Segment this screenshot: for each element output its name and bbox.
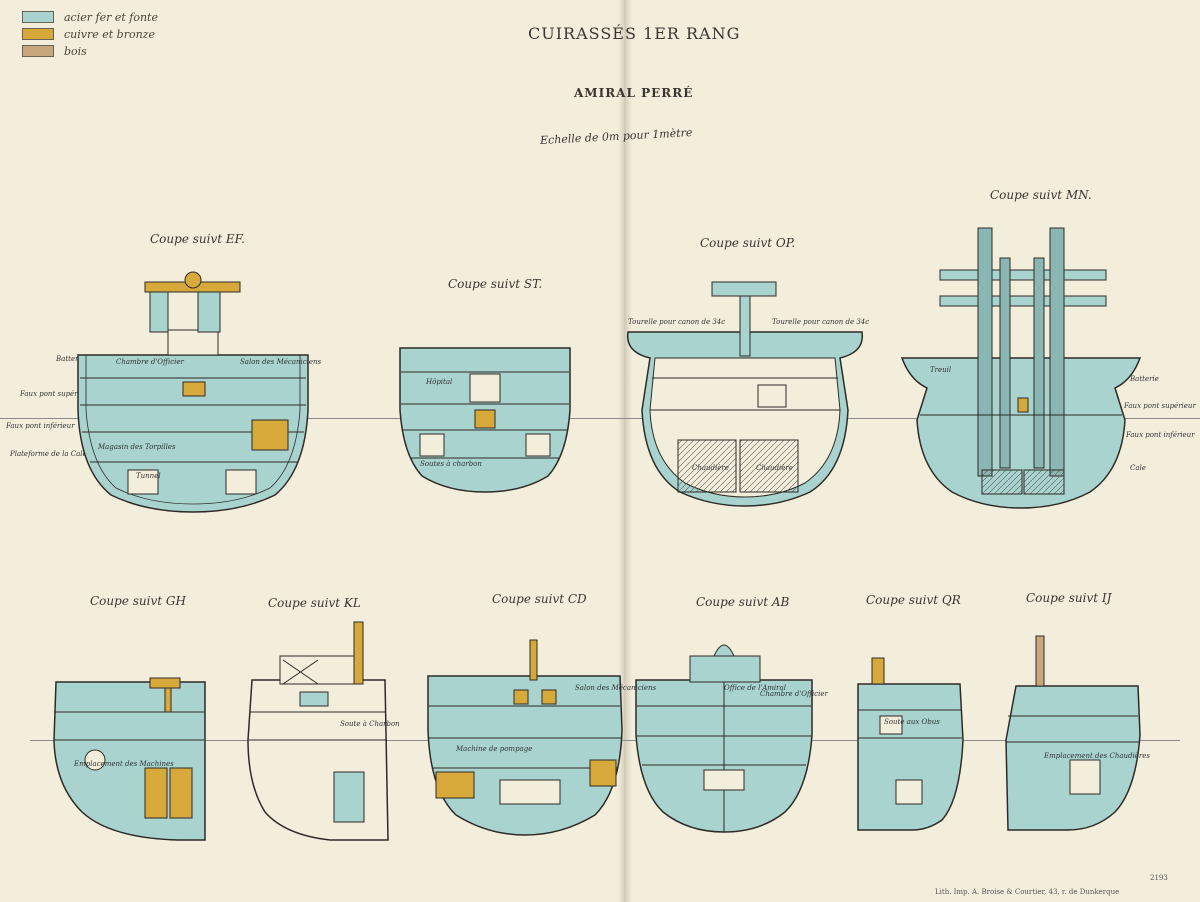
- label-op-chaudiere: Chaudière: [692, 464, 729, 472]
- label-op-tourelle-right: Tourelle pour canon de 34c: [772, 318, 870, 326]
- legend-item-steel: acier fer et fonte: [22, 10, 158, 24]
- section-title-ab: Coupe suivt AB: [696, 595, 790, 609]
- legend-item-wood: bois: [22, 44, 87, 58]
- deck-label-right-batterie: Batterie: [1130, 375, 1159, 383]
- label-op-tourelle-left: Tourelle pour canon de 34c: [628, 318, 726, 326]
- label-ab-chambre: Chambre d'Officier: [760, 690, 828, 698]
- deck-label-left-cale: Plateforme de la Cale: [10, 450, 87, 458]
- section-ab: [635, 644, 813, 833]
- section-mn: [900, 227, 1142, 509]
- section-title-gh: Coupe suivt GH: [90, 594, 186, 608]
- deck-label-right-faux-pont-sup: Faux pont supérieur: [1124, 402, 1196, 410]
- section-title-op: Coupe suivt OP.: [700, 236, 796, 250]
- plate-title: CUIRASSÉS 1ER RANG: [528, 24, 741, 43]
- section-st: [399, 347, 571, 493]
- label-ef-salon: Salon des Mécaniciens: [240, 358, 322, 366]
- section-title-kl: Coupe suivt KL: [268, 596, 361, 610]
- section-qr: [857, 657, 964, 831]
- label-qr-soute: Soute aux Obus: [884, 718, 940, 726]
- section-ef: [77, 271, 309, 513]
- label-op-chaudiere-2: Chaudière: [756, 464, 793, 472]
- section-title-mn: Coupe suivt MN.: [990, 188, 1092, 202]
- waterline-top: [0, 418, 1200, 419]
- legend-label-bronze: cuivre et bronze: [64, 27, 155, 41]
- label-ef-magasin: Magasin des Torpilles: [98, 443, 176, 451]
- section-title-ij: Coupe suivt IJ: [1026, 591, 1112, 605]
- deck-label-left-faux-pont-sup: Faux pont supérieur: [20, 390, 92, 398]
- label-ef-tunnel: Tunnel: [136, 472, 161, 480]
- deck-label-left-batterie: Batterie: [56, 355, 85, 363]
- label-st-soutes: Soutes à charbon: [420, 460, 482, 468]
- section-gh: [53, 677, 206, 841]
- label-ij-emplacement: Emplacement des Chaudières: [1044, 752, 1150, 760]
- label-cd-salon: Salon des Mécaniciens: [575, 684, 657, 692]
- label-mn-treuil: Treuil: [930, 366, 952, 374]
- section-title-cd: Coupe suivt CD: [492, 592, 587, 606]
- deck-label-right-faux-pont-inf: Faux pont inférieur: [1126, 431, 1195, 439]
- legend-label-steel: acier fer et fonte: [64, 10, 158, 24]
- legend-swatch-wood: [22, 45, 54, 57]
- label-ab-office: Office de l'Amiral: [724, 684, 786, 692]
- section-title-st: Coupe suivt ST.: [448, 277, 543, 291]
- label-st-hopital: Hôpital: [426, 378, 453, 386]
- legend-label-wood: bois: [64, 44, 87, 58]
- ship-name: AMIRAL PERRÉ: [574, 86, 694, 100]
- section-cd: [427, 639, 623, 836]
- center-fold: [618, 0, 632, 902]
- legend-item-bronze: cuivre et bronze: [22, 27, 155, 41]
- deck-label-left-faux-pont-inf: Faux pont inférieur: [6, 422, 75, 430]
- label-cd-machine: Machine de pompage: [456, 745, 533, 753]
- label-kl-soute: Soute à Charbon: [340, 720, 400, 728]
- label-ef-chambre: Chambre d'Officier: [116, 358, 184, 366]
- legend-swatch-bronze: [22, 28, 54, 40]
- label-gh-emplacement: Emplacement des Machines: [74, 760, 174, 768]
- section-kl: [247, 621, 389, 841]
- section-ij: [1005, 635, 1141, 831]
- legend-swatch-steel: [22, 11, 54, 23]
- printer-credit: Lith. Imp. A. Broise & Courtier, 43, r. …: [935, 888, 1120, 896]
- plate-number: 2193: [1150, 874, 1168, 882]
- section-title-qr: Coupe suivt QR: [866, 593, 961, 607]
- deck-label-right-cale: Cale: [1130, 464, 1146, 472]
- section-title-ef: Coupe suivt EF.: [150, 232, 245, 246]
- section-op: [626, 281, 864, 507]
